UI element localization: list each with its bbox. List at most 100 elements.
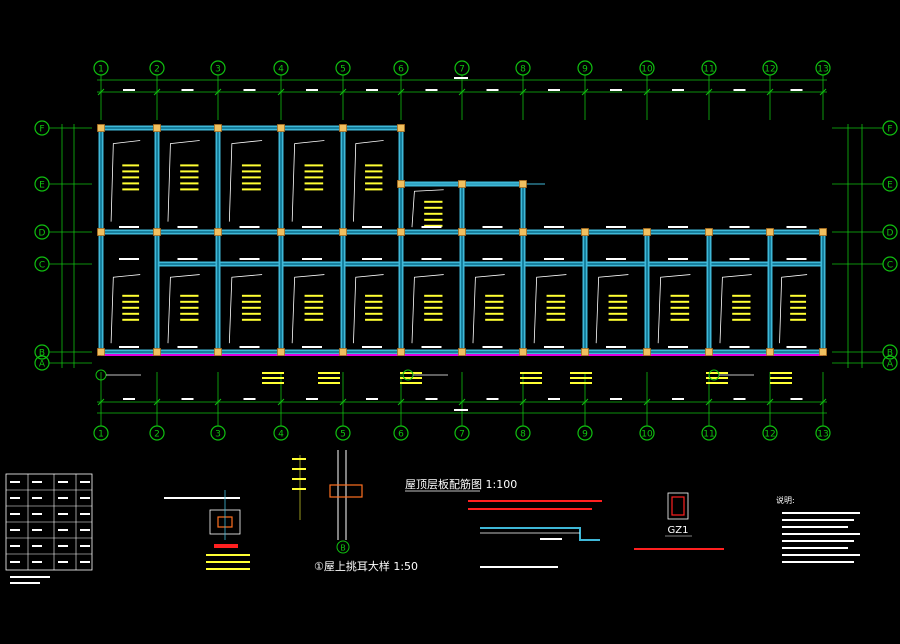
grid-label-top: 9 — [582, 65, 588, 75]
grid-label-top: 13 — [817, 65, 828, 75]
rebar-label — [608, 318, 628, 321]
rebar-label — [485, 312, 504, 315]
rebar-label — [732, 318, 751, 321]
beam-tag — [520, 377, 542, 379]
rebar-label — [180, 170, 199, 173]
rebar-label — [608, 294, 628, 297]
dimension-value — [486, 89, 499, 91]
grid-label-left: F — [39, 125, 44, 135]
beam-label — [786, 226, 807, 228]
beam-label — [119, 346, 139, 348]
table-cell-text — [32, 545, 42, 547]
rebar-label — [546, 300, 566, 303]
detail2-title: ①屋上挑耳大样 1:50 — [314, 559, 418, 573]
column — [97, 124, 105, 132]
dimension-tick — [397, 398, 405, 406]
rebar-label — [241, 300, 261, 303]
beam-detail-dim — [540, 538, 562, 540]
rebar-label — [180, 176, 199, 179]
dimension-tick — [153, 88, 161, 96]
beam-label — [239, 258, 260, 260]
detail2-axis-bubble — [336, 540, 350, 554]
beam-label — [606, 226, 626, 228]
beam-label — [606, 258, 626, 260]
column — [277, 348, 285, 356]
slab-rebar-line — [533, 274, 567, 344]
rebar-label — [241, 294, 261, 297]
detail2-dim-text — [292, 458, 306, 460]
rebar-label — [180, 318, 199, 321]
rebar-label — [122, 300, 140, 303]
slab-rebar-line — [472, 274, 505, 344]
table-cell-text — [80, 513, 90, 515]
detail1-notes — [206, 568, 250, 570]
rebar-label — [365, 294, 383, 297]
column — [153, 348, 161, 356]
table-cell-text — [32, 561, 42, 563]
dimension-tick — [97, 88, 105, 96]
beam-tag — [570, 382, 592, 384]
table-cell-text — [80, 497, 90, 499]
rebar-label — [365, 318, 383, 321]
notes-line — [782, 526, 848, 528]
beam-tag — [262, 377, 284, 379]
grid-label-bottom: 10 — [641, 430, 653, 440]
column — [643, 228, 651, 236]
dimension-value — [306, 89, 318, 91]
dimension-value — [366, 398, 378, 400]
dimension-tick — [819, 398, 827, 406]
table-cell-text — [58, 545, 68, 547]
beam-tag — [318, 377, 340, 379]
beam-tag — [520, 372, 542, 374]
detail1-notes — [206, 561, 250, 563]
column — [581, 348, 589, 356]
detail2-dim-text — [292, 468, 306, 470]
rebar-label — [608, 312, 628, 315]
beam-tag — [400, 377, 422, 379]
grid-label-top: 2 — [154, 65, 160, 75]
beam-tag — [318, 382, 340, 384]
dimension-tick — [766, 88, 774, 96]
detail1-notes — [206, 554, 250, 556]
rebar-label — [670, 294, 690, 297]
slab-rebar-line — [353, 274, 384, 344]
beam-tag — [770, 377, 792, 379]
rebar-label — [180, 188, 199, 191]
slab-rebar-line — [411, 274, 444, 344]
beam-tag — [570, 377, 592, 379]
rebar-label — [304, 312, 324, 315]
grid-label-bottom: 3 — [215, 430, 221, 440]
beam-detail-note-red — [468, 508, 592, 510]
beam-label — [544, 346, 564, 348]
detail2-axis-label: B — [340, 544, 346, 553]
rebar-label — [365, 306, 383, 309]
dimension-value — [790, 89, 803, 91]
rebar-label — [790, 306, 807, 309]
rebar-label — [241, 188, 261, 191]
rebar-label — [424, 294, 443, 297]
rebar-label — [790, 294, 807, 297]
dimension-value — [733, 89, 746, 91]
table-cell-text — [32, 497, 42, 499]
notes-title: 说明: — [776, 495, 795, 505]
dimension-tick — [339, 88, 347, 96]
column — [705, 228, 713, 236]
dimension-value — [733, 398, 746, 400]
beam-label — [362, 258, 382, 260]
notes-line — [782, 547, 848, 549]
dimension-value — [366, 89, 378, 91]
grid-label-bottom: 8 — [520, 430, 526, 440]
table-note — [10, 576, 50, 578]
column — [153, 124, 161, 132]
grid-label-bottom: 5 — [340, 430, 346, 440]
dimension-tick — [277, 398, 285, 406]
rebar-label — [241, 306, 261, 309]
column — [766, 228, 774, 236]
dimension-value — [672, 398, 684, 400]
beam-label — [668, 226, 688, 228]
slab-rebar-line — [779, 274, 808, 344]
column — [214, 124, 222, 132]
beam-label — [544, 226, 564, 228]
